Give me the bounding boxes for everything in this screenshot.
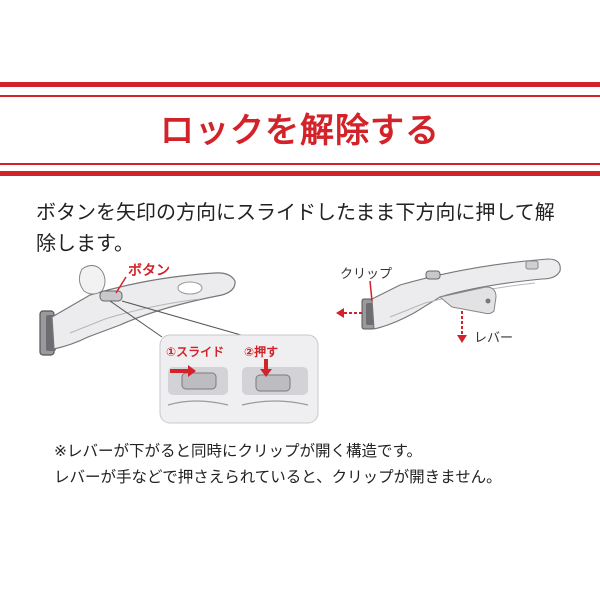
button-illustration: ボタン ①スライド ②押す <box>30 255 330 427</box>
button-label: ボタン <box>128 263 170 279</box>
page-title: ロックを解除する <box>160 111 440 151</box>
push-step-label: ②押す <box>244 345 279 359</box>
header-rule-top-thin <box>0 95 600 97</box>
handle-with-button-drawing <box>39 265 319 424</box>
clip-lever-illustration: クリップ レバー <box>330 255 570 365</box>
lever-label: レバー <box>474 331 514 346</box>
slide-step-label: ①スライド <box>166 345 225 359</box>
handle-with-clip-drawing <box>336 258 561 343</box>
notes: ※レバーが下がると同時にクリップが開く構造です。 レバーが手などで押さえられてい… <box>54 438 574 490</box>
note-line-2: レバーが手などで押さえられていると、クリップが開きません。 <box>54 468 502 486</box>
clip-label: クリップ <box>340 267 393 282</box>
header-rule-bottom-thick <box>0 171 600 176</box>
header-rule-top-thick <box>0 82 600 87</box>
header-rule-bottom-thin <box>0 163 600 165</box>
instruction-text: ボタンを矢印の方向にスライドしたまま下方向に押して解除します。 <box>36 200 555 255</box>
note-line-1: ※レバーが下がると同時にクリップが開く構造です。 <box>54 442 422 460</box>
